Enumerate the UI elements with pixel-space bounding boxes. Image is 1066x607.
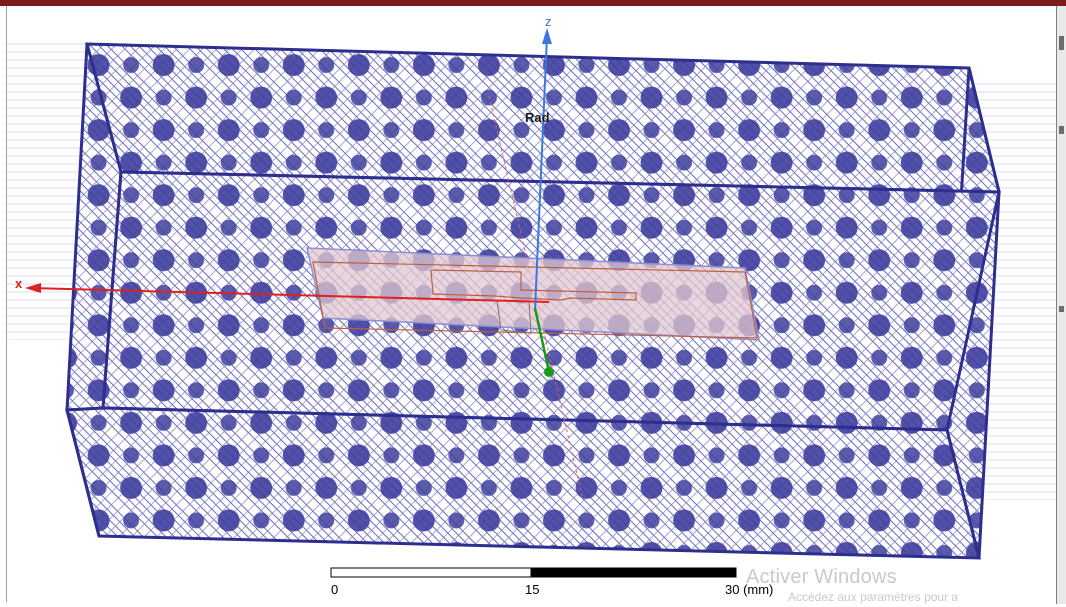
coordinate-axes: x z [15, 14, 554, 377]
z-axis-label: z [545, 14, 552, 29]
z-axis-line [534, 35, 548, 311]
z-axis-arrow [542, 28, 552, 44]
antenna-feed-trace [430, 269, 637, 301]
windows-activation-subtitle: Accédez aux paramètres pour a [788, 590, 959, 604]
model-canvas[interactable]: x z Rad 0 15 30 (mm) [7, 6, 1057, 602]
origin-marker [544, 367, 554, 377]
scale-tick-15: 15 [525, 582, 539, 597]
x-axis-label: x [15, 276, 23, 291]
box-edge-back-left [65, 409, 101, 537]
boundary-label: Rad [525, 110, 550, 125]
y-axis-line [533, 307, 551, 373]
title-bar-strip [0, 0, 1066, 6]
right-scroll-strip[interactable] [1056, 6, 1066, 604]
scale-tick-30: 30 (mm) [725, 582, 773, 597]
scroll-thumb-marker [1059, 306, 1064, 312]
x-axis-arrow [25, 283, 41, 293]
scale-tick-0: 0 [331, 582, 338, 597]
scroll-thumb-marker [1059, 126, 1064, 134]
antenna-substrate[interactable] [306, 247, 760, 341]
box-bottom-face [65, 406, 981, 560]
windows-activation-watermark: Activer Windows [746, 566, 897, 588]
scroll-thumb-marker [1059, 36, 1064, 50]
scale-bar: 0 15 30 (mm) [330, 567, 773, 597]
x-axis-line [30, 287, 550, 303]
3d-model-viewport[interactable]: x z Rad 0 15 30 (mm) [6, 6, 1057, 602]
